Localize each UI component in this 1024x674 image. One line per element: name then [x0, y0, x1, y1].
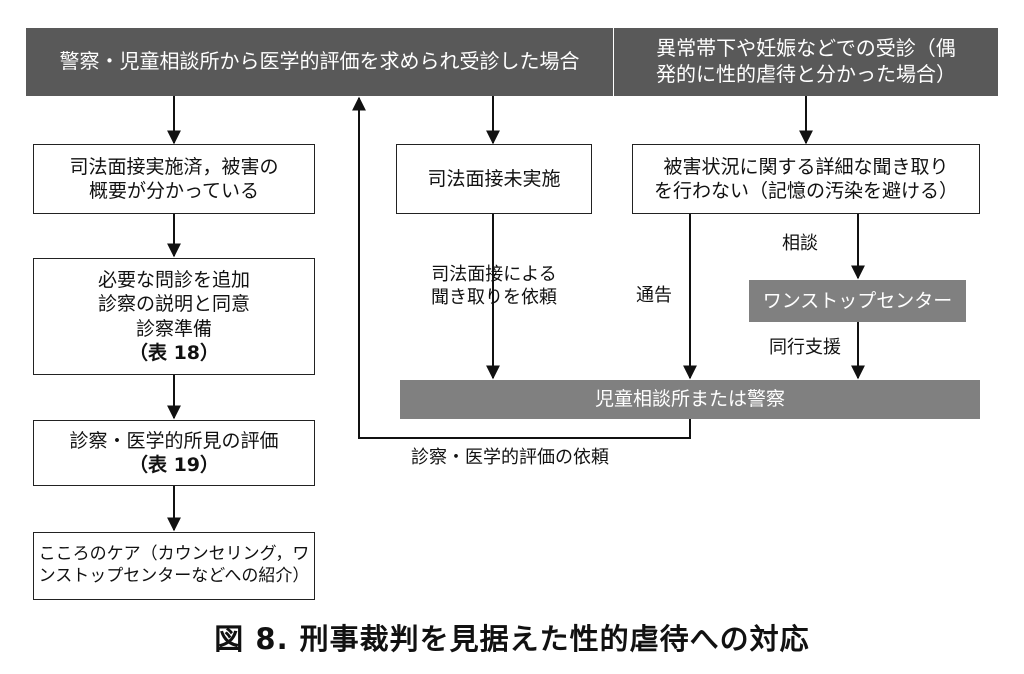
node-mental-care: こころのケア（カウンセリング，ワ ンストップセンターなどへの紹介）	[33, 532, 315, 600]
interview-done-line1: 司法面接実施済，被害の	[69, 155, 279, 178]
node-interview-done: 司法面接実施済，被害の 概要が分かっている	[33, 144, 315, 214]
no-hearing-line1: 被害状況に関する詳細な聞き取り	[663, 155, 949, 178]
interview-done-line2: 概要が分かっている	[88, 180, 260, 202]
figure-caption: 図 8. 刑事裁判を見据えた性的虐待への対応	[214, 622, 810, 656]
table-19-ref: （表 19）	[128, 454, 220, 476]
additional-exam-line3: 診察準備	[135, 317, 212, 340]
table-18-ref: （表 18）	[128, 341, 220, 364]
label-request-hearing: 司法面接による 聞き取りを依頼	[405, 263, 583, 310]
node-no-detailed-hearing: 被害状況に関する詳細な聞き取り を行わない（記憶の汚染を避ける）	[632, 144, 980, 214]
request-hearing-line1: 司法面接による	[431, 264, 557, 285]
label-accompany: 同行支援	[769, 337, 841, 358]
label-request-exam: 診察・医学的評価の依頼	[411, 447, 609, 468]
node-exam-evaluation: 診察・医学的所見の評価 （表 19）	[33, 420, 315, 486]
additional-exam-line2: 診察の説明と同意	[97, 293, 250, 316]
exam-eval-line: 診察・医学的所見の評価	[69, 429, 279, 452]
node-referral-from-police-or-child-center: 警察・児童相談所から医学的評価を求められ受診した場合	[26, 28, 613, 96]
node-one-stop-center: ワンストップセンター	[749, 280, 966, 322]
arrow-center-back-to-top	[352, 96, 691, 439]
node-additional-exam: 必要な問診を追加 診察の説明と同意 診察準備 （表 18）	[33, 258, 315, 375]
node-interview-not-done: 司法面接未実施	[396, 144, 592, 214]
node-incidental-discovery: 異常帯下や妊娠などでの受診（偶 発的に性的虐待と分かった場合）	[614, 28, 998, 96]
label-notify: 通告	[636, 285, 672, 306]
additional-exam-line1: 必要な問診を追加	[97, 268, 250, 291]
no-hearing-line2: を行わない（記憶の汚染を避ける）	[653, 180, 958, 202]
incidental-discovery-line1: 異常帯下や妊娠などでの受診（偶	[656, 36, 956, 61]
mental-care-line2: ンストップセンターなどへの紹介）	[38, 566, 310, 586]
node-child-center-or-police: 児童相談所または警察	[400, 380, 980, 419]
incidental-discovery-line2: 発的に性的虐待と分かった場合）	[656, 62, 956, 86]
mental-care-line1: こころのケア（カウンセリング，ワ	[38, 544, 310, 565]
request-hearing-line2: 聞き取りを依頼	[431, 287, 557, 309]
label-consult: 相談	[782, 233, 818, 254]
